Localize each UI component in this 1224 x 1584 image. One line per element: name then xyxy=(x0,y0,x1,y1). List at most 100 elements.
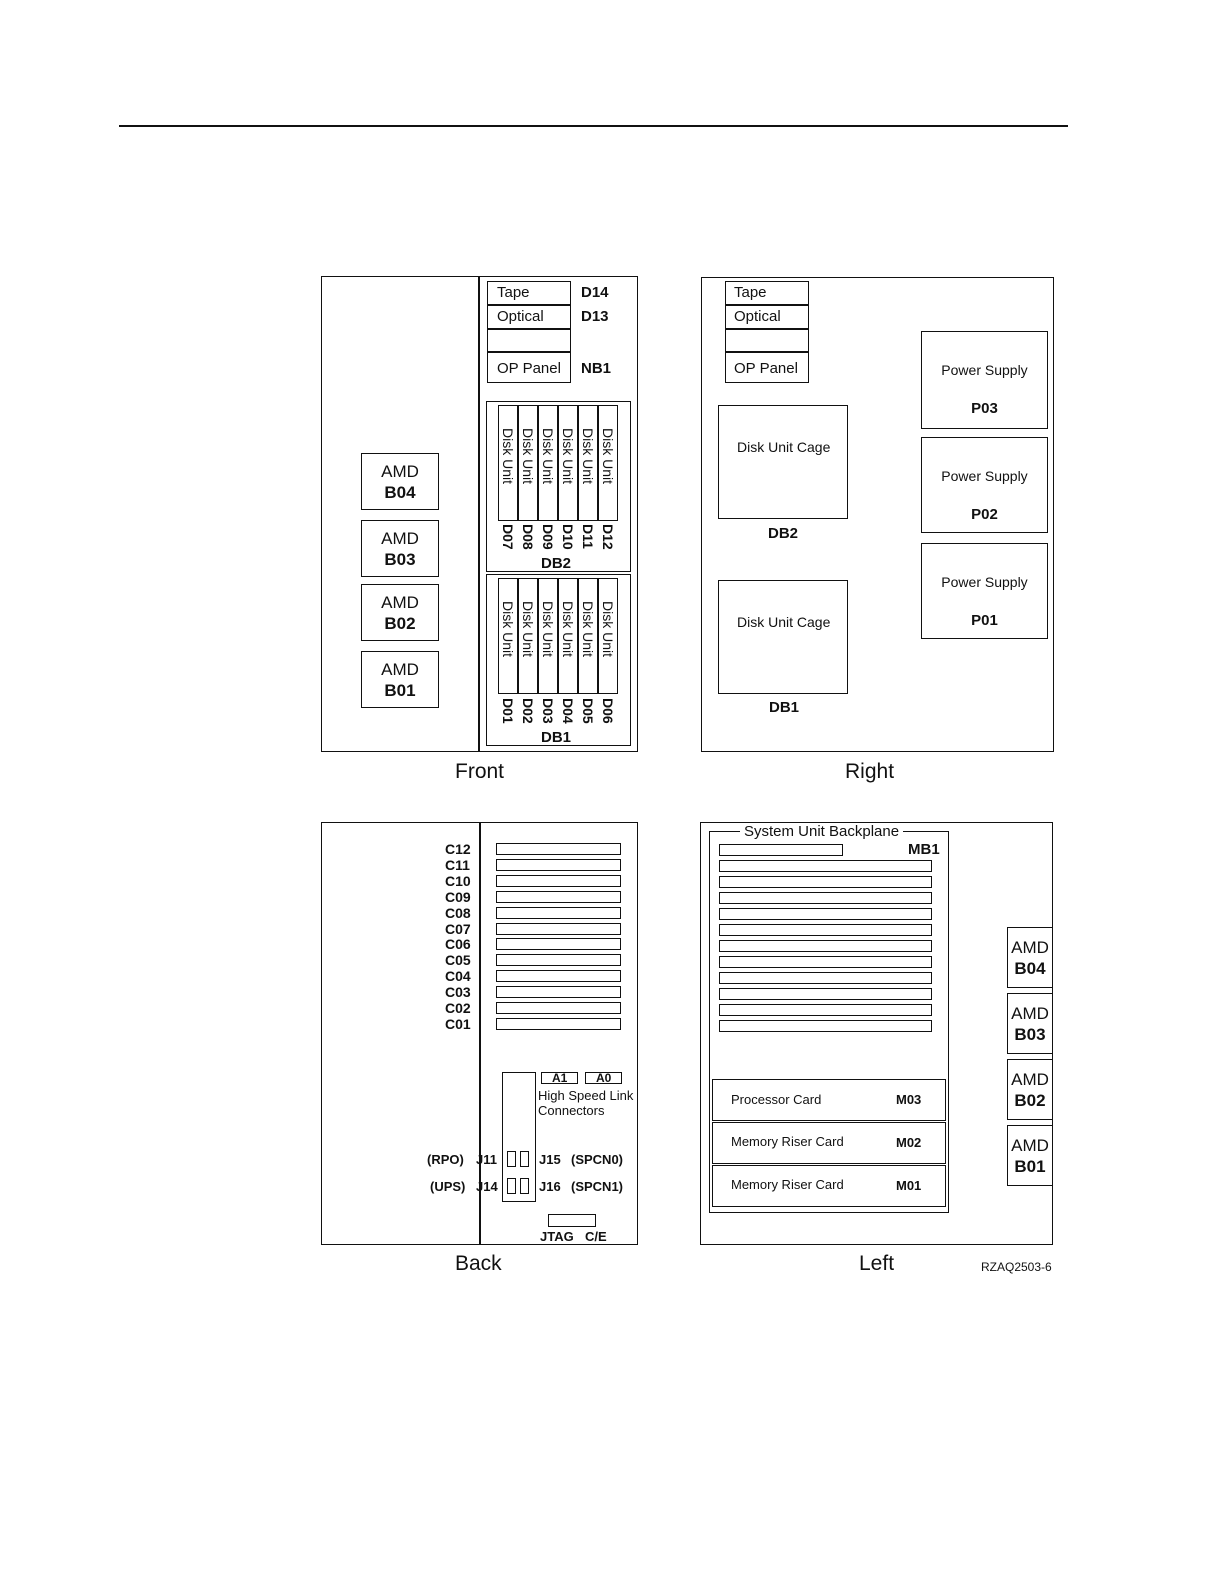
ce-label: C/E xyxy=(585,1229,607,1244)
cage-id-label: DB2 xyxy=(768,525,799,542)
a0-connector xyxy=(585,1072,622,1084)
card-label: Memory Riser Card xyxy=(731,1134,844,1149)
jtag-label: JTAG xyxy=(540,1229,574,1244)
a1-connector xyxy=(541,1072,578,1084)
bay-divider xyxy=(487,351,571,353)
processor-card-m03 xyxy=(712,1079,946,1121)
bay-divider xyxy=(725,304,809,306)
j14-port xyxy=(507,1178,516,1194)
d13-label: D13 xyxy=(581,308,609,325)
bay-divider xyxy=(487,304,571,306)
db2-label: DB2 xyxy=(541,555,572,572)
db2-disk-slot xyxy=(558,405,578,521)
pci-slot-label: C11 xyxy=(445,856,470,873)
db1-disk-slot xyxy=(578,578,598,694)
pci-slot-label: C10 xyxy=(445,872,471,889)
right-bay-stack xyxy=(725,281,809,383)
disk-id-label: D12 xyxy=(600,524,616,550)
memory-riser-card-m01 xyxy=(712,1165,946,1207)
right-tape-label: Tape xyxy=(734,284,767,301)
disk-unit-label: Disk Unit xyxy=(540,428,556,485)
disk-unit-label: Disk Unit xyxy=(560,428,576,485)
pci-slot xyxy=(496,890,621,903)
d14-label: D14 xyxy=(581,284,609,301)
cage-id-label: DB1 xyxy=(769,699,800,716)
header-rule xyxy=(119,125,1068,127)
back-divider xyxy=(479,822,481,1245)
db2-disk-slot xyxy=(538,405,558,521)
front-op-panel-label: OP Panel xyxy=(497,360,561,377)
card-id: M02 xyxy=(896,1135,922,1150)
cage-label: Disk Unit Cage xyxy=(737,439,831,455)
a1-label: A1 xyxy=(552,1071,568,1085)
ups-label: (UPS) xyxy=(430,1179,466,1194)
db1-disk-slot xyxy=(538,578,558,694)
rpo-label: (RPO) xyxy=(427,1152,464,1167)
backplane-slot xyxy=(719,988,932,1000)
backplane-slot xyxy=(719,1004,932,1016)
disk-id-label: D02 xyxy=(520,698,536,724)
pci-slot xyxy=(496,986,621,999)
front-bay-stack xyxy=(487,281,571,383)
pci-slot xyxy=(496,906,621,919)
disk-unit-label: Disk Unit xyxy=(520,428,536,485)
disk-unit-label: Disk Unit xyxy=(560,601,576,658)
disk-id-label: D10 xyxy=(560,524,576,550)
pci-slot xyxy=(496,1002,621,1014)
disk-unit-label: Disk Unit xyxy=(580,601,596,658)
db2-disk-slot xyxy=(518,405,538,521)
backplane-slot xyxy=(719,876,932,888)
db1-disk-slot xyxy=(518,578,538,694)
right-optical-label: Optical xyxy=(734,308,781,325)
backplane-slot xyxy=(719,972,932,984)
disk-unit-label: Disk Unit xyxy=(600,428,616,485)
pci-slot xyxy=(496,954,621,967)
j11-label: J11 xyxy=(476,1152,497,1167)
pci-slot xyxy=(496,1017,621,1030)
backplane-slot xyxy=(719,844,843,856)
backplane-slot xyxy=(719,892,932,904)
a0-label: A0 xyxy=(596,1071,612,1085)
left-caption: Left xyxy=(859,1252,895,1275)
disk-id-label: D09 xyxy=(540,524,556,550)
j16-port xyxy=(520,1178,529,1194)
pci-slot xyxy=(496,858,621,871)
right-caption: Right xyxy=(845,760,895,783)
disk-id-label: D03 xyxy=(540,698,556,724)
card-label: Memory Riser Card xyxy=(731,1177,844,1192)
pci-slot xyxy=(496,938,621,951)
backplane-slot xyxy=(719,1020,932,1032)
pci-slot xyxy=(496,922,621,935)
cage-label: Disk Unit Cage xyxy=(737,614,831,630)
pci-slot-label: C01 xyxy=(445,1015,471,1032)
hsl-label-line1: High Speed Link xyxy=(538,1088,634,1103)
pci-slot-label: C03 xyxy=(445,984,471,1001)
front-optical-label: Optical xyxy=(497,308,544,325)
pci-slot-label: C07 xyxy=(445,920,471,937)
card-id: M01 xyxy=(896,1178,922,1193)
disk-id-label: D06 xyxy=(600,698,616,724)
pci-slot xyxy=(496,970,621,983)
right-op-panel-label: OP Panel xyxy=(734,360,798,377)
disk-id-label: D01 xyxy=(500,698,516,724)
spcn1-label: (SPCN1) xyxy=(571,1179,624,1194)
pci-slot-label: C09 xyxy=(445,888,471,905)
disk-unit-label: Disk Unit xyxy=(520,601,536,658)
jtag-connector xyxy=(548,1214,596,1227)
spcn0-label: (SPCN0) xyxy=(571,1152,624,1167)
disk-unit-label: Disk Unit xyxy=(500,428,516,485)
pci-slot xyxy=(496,874,621,887)
front-caption: Front xyxy=(455,760,505,783)
disk-unit-label: Disk Unit xyxy=(500,601,516,658)
backplane-slot xyxy=(719,860,932,872)
disk-id-label: D05 xyxy=(580,698,596,724)
bay-divider xyxy=(725,328,809,330)
disk-unit-cage-db1 xyxy=(718,580,848,694)
